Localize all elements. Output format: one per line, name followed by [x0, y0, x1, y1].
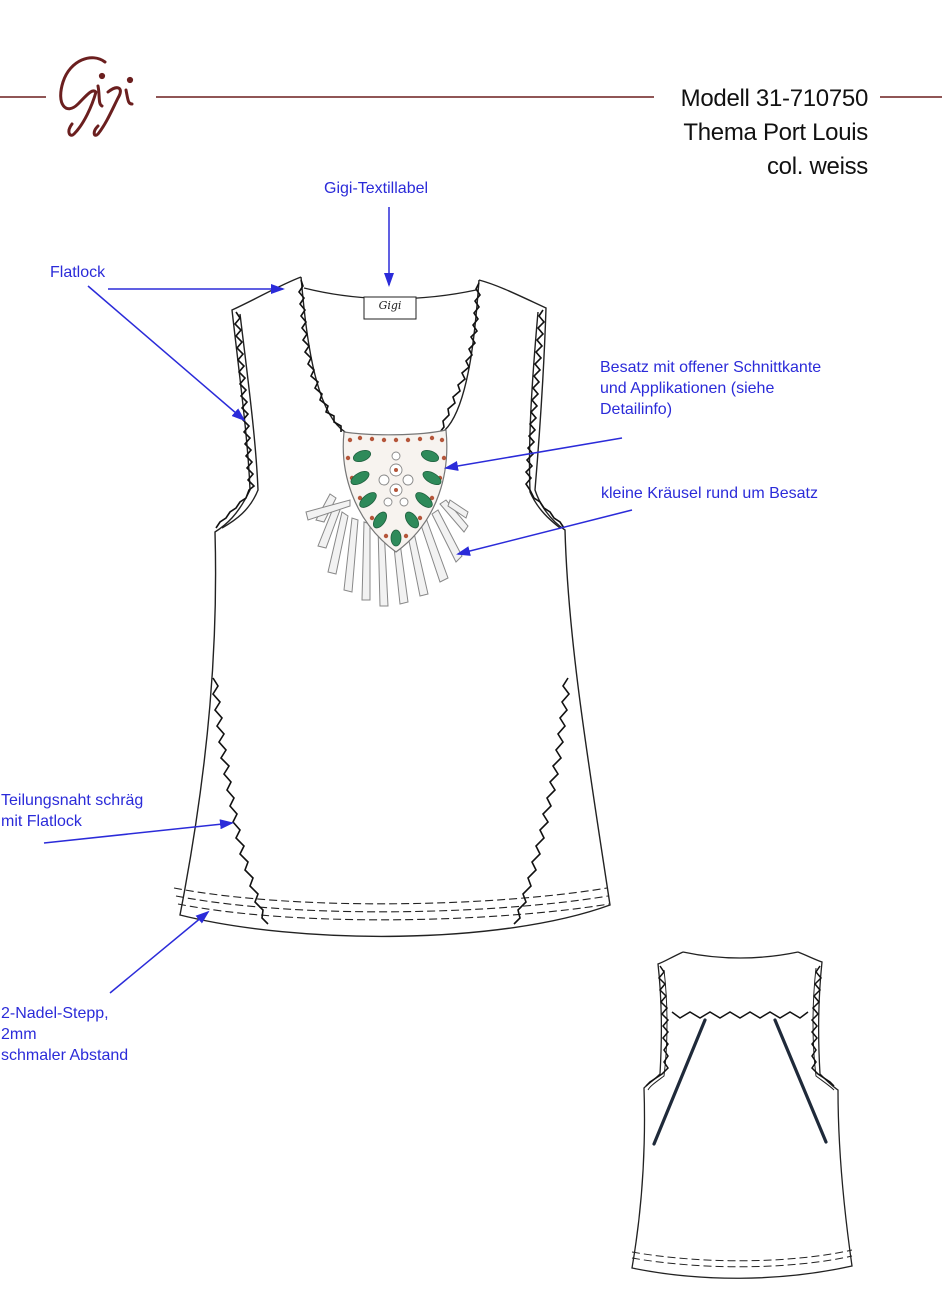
annotation-besatz: Besatz mit offener Schnittkante und Appl… [600, 359, 822, 418]
gigi-logo [59, 56, 134, 137]
annotation-stepp: 2-Nadel-Stepp, 2mm schmaler Abstand [1, 1005, 129, 1064]
color-name: col. weiss [680, 150, 868, 184]
garment-label-text: Gigi [378, 299, 402, 312]
theme-name: Thema Port Louis [680, 116, 868, 150]
garment-label [363, 296, 417, 320]
flatlock-stitching [212, 279, 571, 925]
arrow-teilungsnaht [43, 819, 234, 844]
arrow-stepp [109, 910, 210, 994]
arrow-kraeusel [456, 509, 633, 556]
annotation-kraeusel: kleine Kräusel rund um Besatz [601, 485, 818, 502]
front-body-outline [179, 276, 611, 938]
back-panel-seams [652, 1018, 828, 1146]
arrow-flatlock-armhole [87, 285, 246, 422]
model-number: Modell 31-710750 [680, 82, 868, 116]
applique-bib [305, 429, 469, 607]
annotation-teilungsnaht: Teilungsnaht schräg mit Flatlock [1, 792, 144, 830]
arrow-besatz [444, 437, 623, 471]
annotation-textillabel: Gigi-Textillabel [324, 180, 429, 197]
annotation-flatlock: Flatlock [50, 264, 106, 281]
model-info: Modell 31-710750 Thema Port Louis col. w… [680, 82, 868, 184]
annotation-arrows [43, 207, 633, 994]
back-flatlock-stitching [645, 965, 835, 1087]
